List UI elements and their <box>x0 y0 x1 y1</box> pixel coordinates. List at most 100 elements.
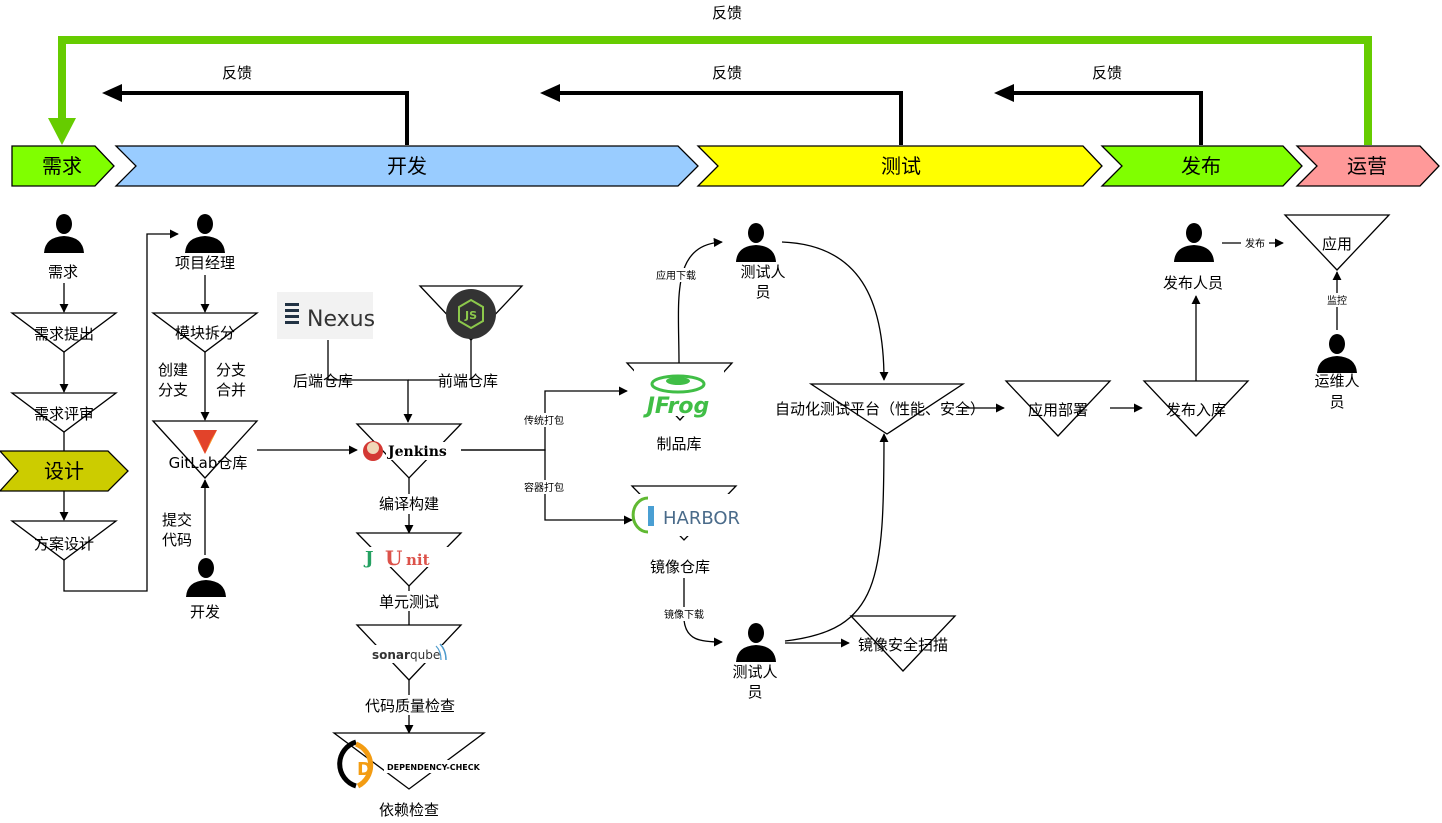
phase-test: 测试 <box>696 145 1103 187</box>
node-app <box>1283 214 1391 271</box>
feedback-arrow-top <box>58 36 1372 145</box>
node-image-scan <box>849 615 957 672</box>
tester-bottom-label-line1: 测试人 <box>732 663 777 681</box>
compile-label-bg <box>365 494 453 514</box>
module-split-label: 模块拆分 <box>175 324 235 342</box>
phase-operate: 运营 <box>1295 145 1440 187</box>
tester-top-label-line2: 员 <box>755 283 770 301</box>
junit-logo-j: J <box>363 548 374 569</box>
junit-bg <box>362 547 456 567</box>
code-quality-label: 代码质量检查 <box>365 697 455 715</box>
jfrog-logo: JFrog <box>634 368 724 419</box>
harbor-logo: HARBOR <box>631 494 740 536</box>
tester-bottom-label-line2: 员 <box>747 683 762 701</box>
feedback-label-dev: 反馈 <box>222 64 252 82</box>
auto-test-platform-label: 自动化测试平台（性能、安全） <box>775 400 985 418</box>
phase-design-label: 设计 <box>44 459 84 483</box>
phase-demand: 需求 <box>11 145 115 187</box>
frontend-repo-label: 前端仓库 <box>438 372 498 390</box>
dev-person-icon <box>186 558 226 597</box>
tester-top-label-line1: 测试人 <box>740 263 785 281</box>
feedback-arrow-dev <box>120 91 409 145</box>
sonarqube-logo: sonar qube <box>372 643 447 662</box>
jenkins-logo: Jenkins <box>363 441 456 461</box>
node-auto-test-platform <box>808 383 966 435</box>
release-store-label: 发布入库 <box>1166 401 1226 419</box>
feedback-arrowhead-top <box>48 118 76 145</box>
node-demand-review <box>10 392 118 433</box>
commit-code-label: 提交代码 <box>162 511 193 549</box>
sonar-logo-b: qube <box>410 648 440 662</box>
compile-build-label: 编译构建 <box>379 495 439 513</box>
dependency-check-logo: D DEPENDENCY-CHECK <box>337 739 481 789</box>
feedback-label-test: 反馈 <box>712 64 742 82</box>
traditional-pack-bg <box>517 413 571 427</box>
traditional-pack-label: 传统打包 <box>524 414 564 427</box>
feedback-label-top: 反馈 <box>712 4 742 22</box>
nodejs-logo: JS <box>446 289 496 339</box>
monitor-edge-bg <box>1322 293 1352 307</box>
feedback-arrowhead-dev <box>102 84 122 102</box>
junit-logo-u: U <box>385 546 402 570</box>
pm-person-label: 项目经理 <box>175 254 235 272</box>
phase-release-label: 发布 <box>1181 154 1221 178</box>
feedback-label-release: 反馈 <box>1092 64 1122 82</box>
demand-person-label: 需求 <box>48 263 78 281</box>
edge-tester-top-to-platform <box>781 241 889 381</box>
app-download-label: 应用下载 <box>656 269 696 282</box>
image-repo-label: 镜像仓库 <box>650 558 710 576</box>
release-edge-label: 发布 <box>1245 237 1265 250</box>
code-quality-label-bg <box>350 695 470 715</box>
monitor-edge-label: 监控 <box>1327 294 1347 307</box>
demand-raise-label: 需求提出 <box>34 325 94 343</box>
demand-person-icon <box>44 214 84 253</box>
feedback-arrow-release <box>1012 91 1203 145</box>
nexus-logo-text: Nexus <box>307 307 375 332</box>
edge-design-to-pm <box>63 229 179 592</box>
tester-bottom-icon <box>736 623 776 662</box>
edge-jfrog-to-tester <box>677 237 723 364</box>
ops-person-icon <box>1317 334 1357 373</box>
phase-develop-label: 开发 <box>387 154 427 178</box>
demand-review-label: 需求评审 <box>34 405 94 423</box>
unit-test-label: 单元测试 <box>379 593 439 611</box>
ops-person-label-line2: 员 <box>1329 393 1344 411</box>
node-demand-raise <box>10 312 118 353</box>
app-download-bg <box>652 268 700 282</box>
gitlab-repo-label: GitLab仓库 <box>169 454 248 472</box>
nexus-logo: Nexus <box>277 292 375 339</box>
junit-logo-nit: nit <box>406 551 430 569</box>
release-edge-bg <box>1241 236 1269 250</box>
phase-demand-label: 需求 <box>42 154 82 178</box>
app-label: 应用 <box>1322 235 1352 253</box>
node-plan-design <box>10 520 118 561</box>
unit-test-label-bg <box>365 591 453 611</box>
phase-operate-label: 运营 <box>1347 154 1387 178</box>
merge-branch-label: 分支合并 <box>216 361 247 399</box>
release-person-label: 发布人员 <box>1163 274 1223 292</box>
sonar-bg <box>368 645 452 663</box>
ops-person-label-line1: 运维人 <box>1314 372 1359 390</box>
gitlab-icon <box>193 430 217 454</box>
dependency-check-logo-text: DEPENDENCY-CHECK <box>387 763 481 772</box>
dev-person-label: 开发 <box>190 603 220 621</box>
image-download-bg <box>657 607 711 621</box>
image-scan-label: 镜像安全扫描 <box>858 636 948 654</box>
container-pack-bg <box>517 480 571 494</box>
feedback-arrowhead-release <box>994 84 1014 102</box>
container-pack-label: 容器打包 <box>524 481 564 494</box>
dependency-check-label: 依赖检查 <box>379 801 439 819</box>
jfrog-logo-text: JFrog <box>643 394 710 419</box>
phase-develop: 开发 <box>114 145 699 187</box>
release-person-icon <box>1174 223 1214 262</box>
node-module-split <box>151 312 259 353</box>
artifact-repo-label: 制品库 <box>656 435 701 453</box>
merge-branch-box: 分支合并 <box>216 361 247 399</box>
jenkins-label: Jenkins <box>386 444 447 460</box>
tester-top-icon <box>736 223 776 262</box>
node-app-deploy <box>1004 380 1112 437</box>
plan-design-label: 方案设计 <box>34 535 94 553</box>
phase-release: 发布 <box>1100 145 1303 187</box>
create-branch-label: 创建分支 <box>158 361 189 399</box>
